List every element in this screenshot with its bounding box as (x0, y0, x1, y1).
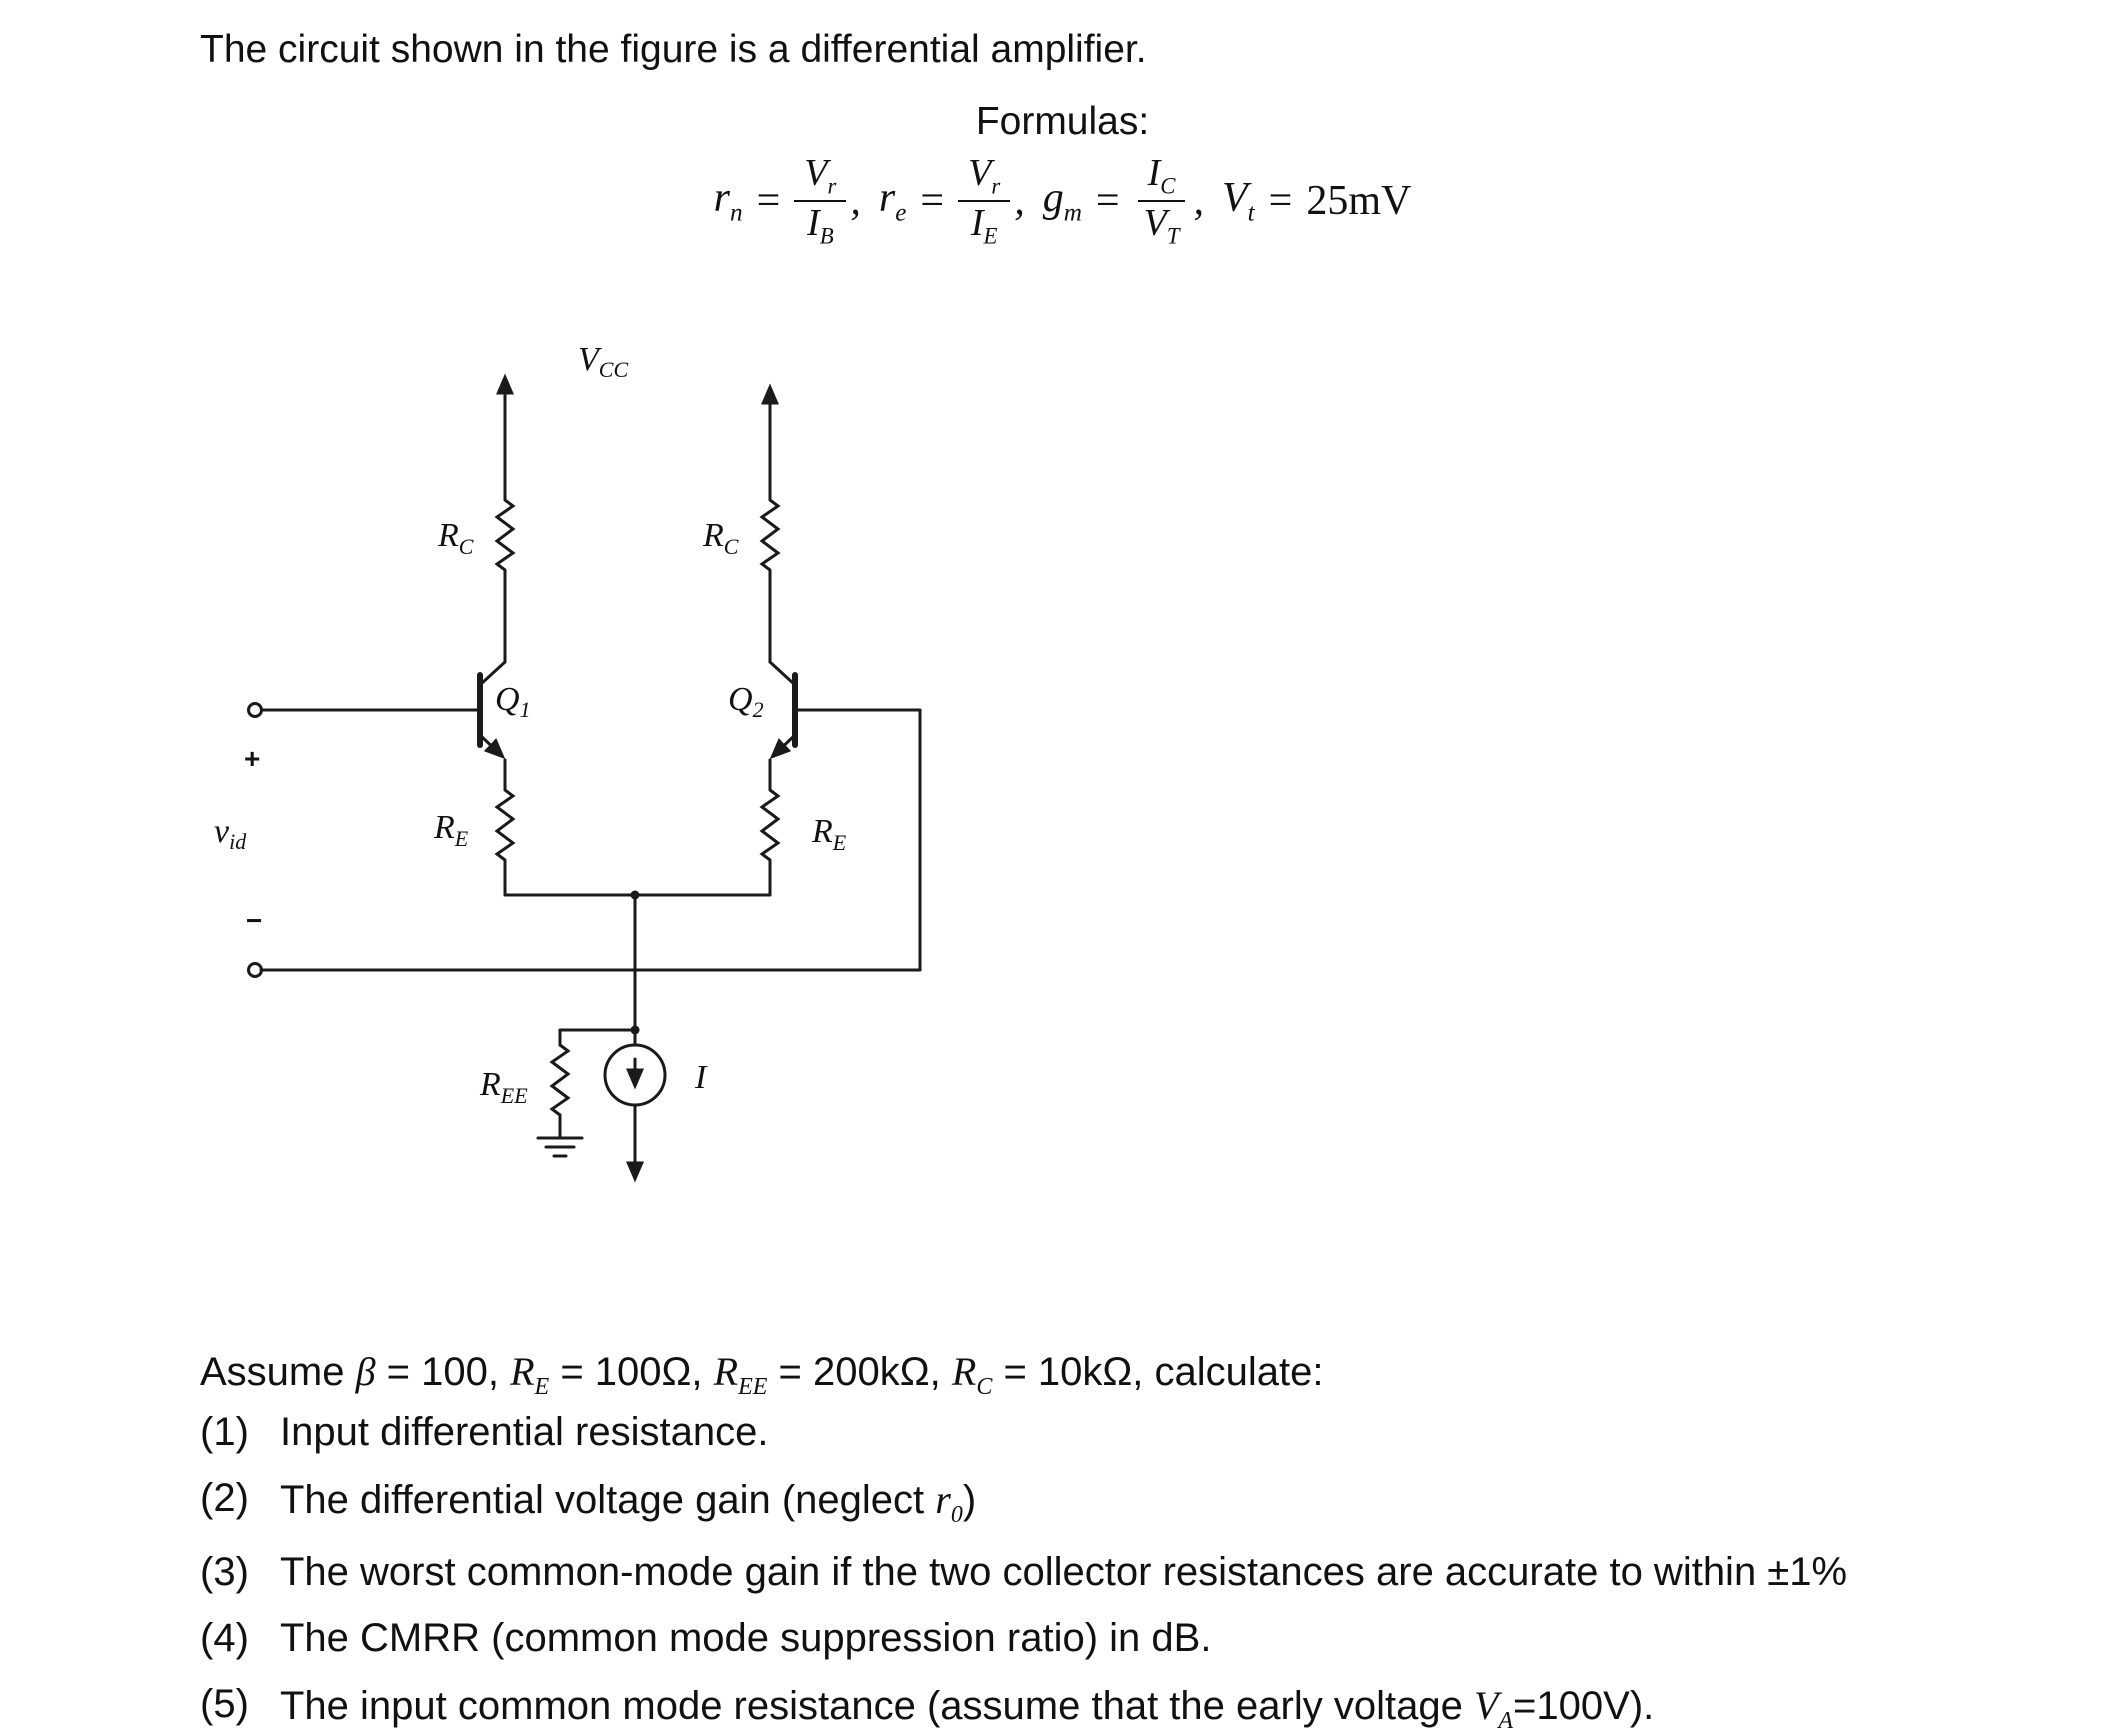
assumptions-line: Assume β = 100, RE = 100Ω, REE = 200kΩ, … (200, 1349, 1324, 1400)
formula-term-gm: gm = IC VT , (1043, 152, 1222, 250)
ree-branch (536, 1028, 584, 1158)
rc-var: RC (951, 1349, 993, 1400)
formula-term-rn: rn = Vr IB , (714, 152, 879, 250)
vcc-label: VCC (578, 341, 628, 382)
differential-amplifier-schematic: VCC RC RC Q1 Q2 RE RE (214, 341, 922, 1183)
current-source-label: I (694, 1059, 708, 1096)
question-4: (4) The CMRR (common mode suppression ra… (200, 1616, 1847, 1661)
transistor-q2 (768, 568, 922, 972)
common-emitter-rail (503, 858, 772, 1035)
var-gm: gm (1042, 175, 1082, 227)
equals-sign: = (756, 177, 781, 224)
plus-sign: + (244, 743, 260, 774)
q2-label: Q2 (728, 681, 764, 722)
question-4-number: (4) (200, 1616, 249, 1660)
rc-right-resistor (760, 498, 780, 572)
question-2-text: The differential voltage gain (neglect r… (280, 1477, 977, 1528)
question-3: (3) The worst common-mode gain if the tw… (200, 1550, 1847, 1595)
equals-sign: = (1095, 177, 1120, 224)
re-var: RE (510, 1349, 550, 1400)
page-title: The circuit shown in the figure is a dif… (200, 28, 1147, 71)
formula-term-vt: Vt = 25mV (1222, 174, 1411, 227)
q1-label: Q1 (495, 681, 531, 722)
question-3-text: The worst common-mode gain if the two co… (280, 1550, 1848, 1594)
question-2-number: (2) (200, 1476, 249, 1520)
minus-sign: − (246, 905, 262, 936)
question-list: (1) Input differential resistance. (2) T… (200, 1410, 1847, 1735)
ree-label: REE (479, 1066, 528, 1108)
comma: , (1193, 177, 1205, 224)
question-5-number: (5) (200, 1682, 249, 1726)
transistor-q1 (259, 568, 507, 792)
fraction-ic-vt: IC VT (1134, 152, 1190, 250)
question-5-text: The input common mode resistance (assume… (280, 1683, 1655, 1734)
comma: , (1014, 177, 1025, 224)
fraction-vr-ib: Vr IB (794, 152, 847, 250)
comma: , (850, 177, 861, 224)
question-1-text: Input differential resistance. (280, 1410, 769, 1454)
rc-right-label: RC (702, 517, 739, 559)
rc-left-label: RC (437, 517, 474, 559)
question-1-number: (1) (200, 1410, 249, 1454)
var-rn: rn (713, 175, 743, 227)
question-3-number: (3) (200, 1550, 249, 1594)
equals-sign: = (1268, 177, 1293, 224)
var-vt: Vt (1222, 175, 1255, 227)
value-25mv: 25mV (1306, 177, 1412, 224)
re-right-resistor (760, 788, 780, 862)
question-1: (1) Input differential resistance. (200, 1410, 1847, 1455)
fraction-vr-ie: Vr IE (958, 152, 1011, 250)
formula-line: rn = Vr IB , re = Vr IE , gm = IC VT , V… (0, 152, 2125, 250)
vid-label: vid (214, 813, 247, 854)
re-left-resistor (495, 788, 515, 862)
formulas-heading: Formulas: (975, 100, 1150, 143)
ree-var: REE (713, 1349, 768, 1400)
current-source (603, 1028, 667, 1183)
question-2: (2) The differential voltage gain (negle… (200, 1476, 1847, 1529)
beta-symbol: β (355, 1349, 376, 1394)
equals-sign: = (920, 177, 945, 224)
rc-left-resistor (495, 498, 515, 572)
re-left-label: RE (433, 809, 469, 851)
re-right-label: RE (811, 813, 847, 855)
question-5: (5) The input common mode resistance (as… (200, 1682, 1847, 1735)
question-4-text: The CMRR (common mode suppression ratio)… (280, 1616, 1212, 1660)
formula-term-re: re = Vr IE , (879, 152, 1043, 250)
input-terminals (247, 702, 922, 978)
var-re: re (878, 175, 907, 227)
